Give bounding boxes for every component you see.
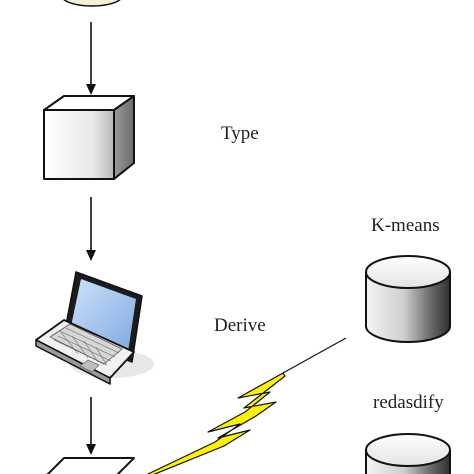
database-icon-2 bbox=[365, 433, 451, 474]
server-box-icon bbox=[43, 95, 135, 180]
laptop-icon bbox=[35, 271, 154, 385]
arrow-1 bbox=[86, 22, 96, 95]
database-icon bbox=[365, 255, 451, 343]
label-derive: Derive bbox=[214, 315, 266, 336]
label-redasdify: redasdify bbox=[373, 392, 444, 413]
label-kmeans: K-means bbox=[371, 215, 440, 236]
arrow-2 bbox=[86, 197, 96, 261]
label-type: Type bbox=[221, 123, 259, 144]
top-node-icon bbox=[63, 0, 121, 7]
bottom-box-icon bbox=[46, 457, 135, 474]
lightning-link-icon bbox=[147, 337, 347, 474]
arrow-3 bbox=[86, 397, 96, 455]
